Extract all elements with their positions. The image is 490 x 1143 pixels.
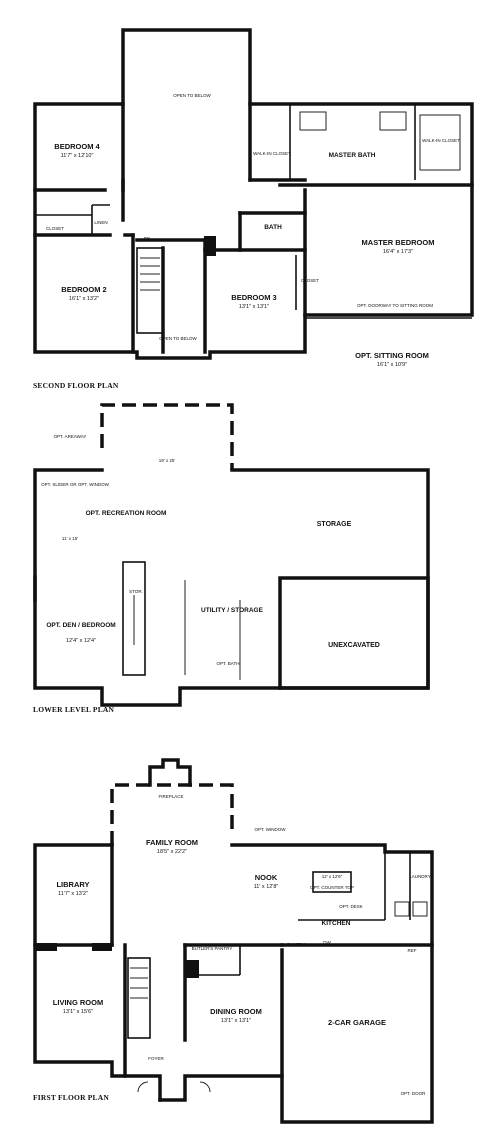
label: WALK-IN CLOSET: [422, 138, 460, 143]
first-floor-plan: FIREPLACE OPT. WINDOW FAMILY ROOM 18'5" …: [33, 758, 434, 1124]
first-floor-outer-wall: [230, 843, 434, 1124]
plan-title-first-floor: FIRST FLOOR PLAN: [33, 1093, 109, 1102]
label: OPT. SLIDER OR OPT. WINDOW: [41, 482, 110, 487]
first-floor-outer-wall: [158, 1074, 284, 1102]
room-dining-room: DINING ROOM: [210, 1007, 262, 1016]
label: OPT. BATH: [217, 661, 240, 666]
master-tub: [379, 111, 407, 131]
room-opt-sitting: OPT. SITTING ROOM: [355, 351, 429, 360]
closet-shelf: [419, 114, 461, 171]
dim: 19' x 25': [159, 458, 176, 463]
room-opt-recreation: OPT. RECREATION ROOM: [86, 510, 167, 517]
dim: 18'5" x 22'2": [157, 849, 187, 855]
stair: [127, 957, 151, 1039]
opt-family-extension: [110, 783, 234, 845]
room-bedroom-4: BEDROOM 4: [54, 142, 100, 151]
label: OPT. DOOR: [401, 1091, 427, 1096]
wall-block: [92, 943, 112, 951]
dim: 11'7" x 13'2": [58, 891, 88, 897]
label: WALK-IN CLOSET: [253, 151, 291, 156]
second-floor-plan: OPEN TO BELOW BEDROOM 4 11'7" x 12'10" W…: [33, 28, 474, 390]
room-kitchen: KITCHEN: [322, 920, 351, 927]
label: OPT. DOORWAY TO SITTING ROOM: [357, 303, 433, 308]
chimney-block: [204, 236, 216, 256]
room-library: LIBRARY: [56, 880, 89, 889]
dim: 13'1" x 13'1": [239, 304, 269, 310]
room-living-room: LIVING ROOM: [53, 998, 103, 1007]
pantry-block: [185, 960, 199, 978]
plan-title-lower-level: LOWER LEVEL PLAN: [33, 705, 115, 714]
dim: 12' x 12'6": [322, 874, 343, 879]
label: STOR.: [129, 589, 143, 594]
dim: 11'7" x 12'10": [61, 153, 94, 159]
second-floor-outer-wall: [33, 28, 474, 360]
door-swing: [137, 1081, 149, 1093]
dim: 12'4" x 12'4": [66, 638, 96, 644]
lower-level-outer-wall: [33, 468, 282, 707]
label: DW: [323, 940, 331, 945]
label: REF: [408, 948, 417, 953]
fireplace: [148, 758, 192, 787]
label: OPT. COUNTER TOP: [310, 885, 354, 890]
room-bedroom-2: BEDROOM 2: [61, 285, 106, 294]
dim: 11' x 12'8": [254, 884, 279, 890]
first-floor-outer-wall: [33, 843, 162, 1102]
lower-level-plan: OPT. AREAWAY 19' x 25' OPT. SLIDER OR OP…: [33, 403, 430, 714]
label: FOYER: [148, 1056, 164, 1061]
room-family-room: FAMILY ROOM: [146, 838, 198, 847]
label: LINEN: [94, 220, 107, 225]
room-storage: STORAGE: [317, 521, 352, 528]
door-swing: [199, 1081, 211, 1093]
label: BUTLER'S PANTRY: [192, 946, 233, 951]
dim: 16'1" x 13'2": [69, 296, 99, 302]
label: OPT. DESK: [339, 904, 363, 909]
label: CLOSET: [46, 226, 64, 231]
label: OPT. AREAWAY: [54, 434, 87, 439]
room-bath: BATH: [264, 224, 282, 231]
room-utility: UTILITY / STORAGE: [201, 607, 264, 614]
room-bedroom-3: BEDROOM 3: [231, 293, 276, 302]
room-master-bath: MASTER BATH: [329, 152, 376, 159]
label: DN: [144, 236, 151, 241]
label: OPEN TO BELOW: [173, 93, 211, 98]
appliance: [412, 901, 428, 917]
label: OPT. WINDOW: [255, 827, 287, 832]
plan-title-second-floor: SECOND FLOOR PLAN: [33, 381, 119, 390]
room-unexcavated: UNEXCAVATED: [328, 642, 380, 649]
master-vanity: [299, 111, 327, 131]
label: FIREPLACE: [158, 794, 183, 799]
room-garage: 2-CAR GARAGE: [328, 1018, 386, 1027]
dim: 16'1" x 10'9": [377, 362, 407, 368]
dim: 16'4" x 17'3": [383, 249, 413, 255]
appliance: [394, 901, 410, 917]
opt-recreation-outline: [100, 403, 234, 470]
label: PANTRY: [287, 942, 305, 947]
label: CLOSET: [301, 278, 319, 283]
label: LAUNDRY: [409, 874, 430, 879]
dim: 13'1" x 13'1": [221, 1018, 251, 1024]
unexcavated-wall: [278, 576, 430, 690]
room-master-bedroom: MASTER BEDROOM: [362, 238, 435, 247]
wall-block: [35, 943, 57, 951]
dim: 11' x 15': [62, 536, 78, 541]
label: OPEN TO BELOW: [159, 336, 197, 341]
storage-closet: [122, 561, 146, 676]
kitchen-island: [312, 871, 352, 893]
room-nook: NOOK: [255, 873, 278, 882]
dim: 13'1" x 15'6": [63, 1009, 93, 1015]
room-opt-den: OPT. DEN / BEDROOM: [46, 622, 115, 629]
